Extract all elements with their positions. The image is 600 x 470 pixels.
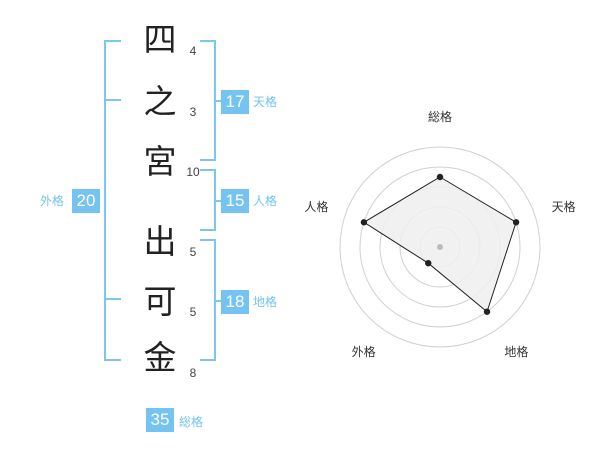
stroke-count-1: 4 <box>189 44 197 58</box>
radar-axis-label: 総格 <box>428 110 452 124</box>
tenkaku-bracket-connector <box>214 100 222 102</box>
gaikaku-label: 外格 <box>40 194 65 208</box>
name-character-1: 四 <box>143 20 177 59</box>
radar-axis-label: 地格 <box>504 344 528 359</box>
radar-point-5 <box>360 219 368 226</box>
chikaku-label: 地格 <box>253 295 278 309</box>
radar-point-4 <box>425 259 432 267</box>
radar-point-3 <box>483 308 491 315</box>
radar-ring <box>359 166 521 328</box>
stroke-count-2: 3 <box>189 105 197 119</box>
chikaku-bracket-connector <box>214 300 222 302</box>
soukaku-badge: 35 <box>146 408 174 432</box>
jinkaku-badge: 15 <box>221 189 249 213</box>
jinkaku-bracket-bottom <box>200 229 215 231</box>
name-character-6: 金 <box>143 338 177 377</box>
stroke-count-6: 8 <box>189 366 197 380</box>
stroke-count-5: 5 <box>189 305 197 319</box>
name-character-3: 宮 <box>143 142 177 181</box>
gaikaku-bracket-vertical <box>104 40 106 360</box>
tenkaku-label: 天格 <box>253 95 278 109</box>
stroke-count-3: 10 <box>186 165 200 179</box>
jinkaku-label: 人格 <box>253 194 278 208</box>
radar-ring <box>339 146 541 348</box>
radar-axis-label: 天格 <box>552 199 576 214</box>
stroke-count-4: 5 <box>189 245 197 259</box>
radar-center-dot <box>437 244 443 250</box>
tenkaku-badge: 17 <box>221 90 249 114</box>
gaikaku-bracket-tick <box>104 298 121 300</box>
radar-point-1 <box>436 173 444 181</box>
gaikaku-badge: 20 <box>72 189 100 213</box>
name-character-5: 可 <box>143 282 177 321</box>
chikaku-bracket-top <box>200 239 215 241</box>
tenkaku-bracket-bottom <box>200 159 215 161</box>
gaikaku-bracket-tick <box>104 99 121 101</box>
jinkaku-bracket-connector <box>214 200 222 202</box>
name-character-2: 之 <box>143 82 177 121</box>
radar-axis-label: 外格 <box>352 344 376 359</box>
gaikaku-bracket-top <box>104 40 121 42</box>
chikaku-bracket-bottom <box>200 359 215 361</box>
soukaku-label: 総格 <box>179 415 204 429</box>
radar-axis-label: 人格 <box>304 199 328 214</box>
tenkaku-bracket-top <box>200 40 215 42</box>
jinkaku-bracket-top <box>200 169 215 171</box>
chikaku-badge: 18 <box>221 290 249 314</box>
radar-point-2 <box>512 219 520 226</box>
gaikaku-bracket-bottom <box>104 359 121 361</box>
name-character-4: 出 <box>143 222 177 261</box>
